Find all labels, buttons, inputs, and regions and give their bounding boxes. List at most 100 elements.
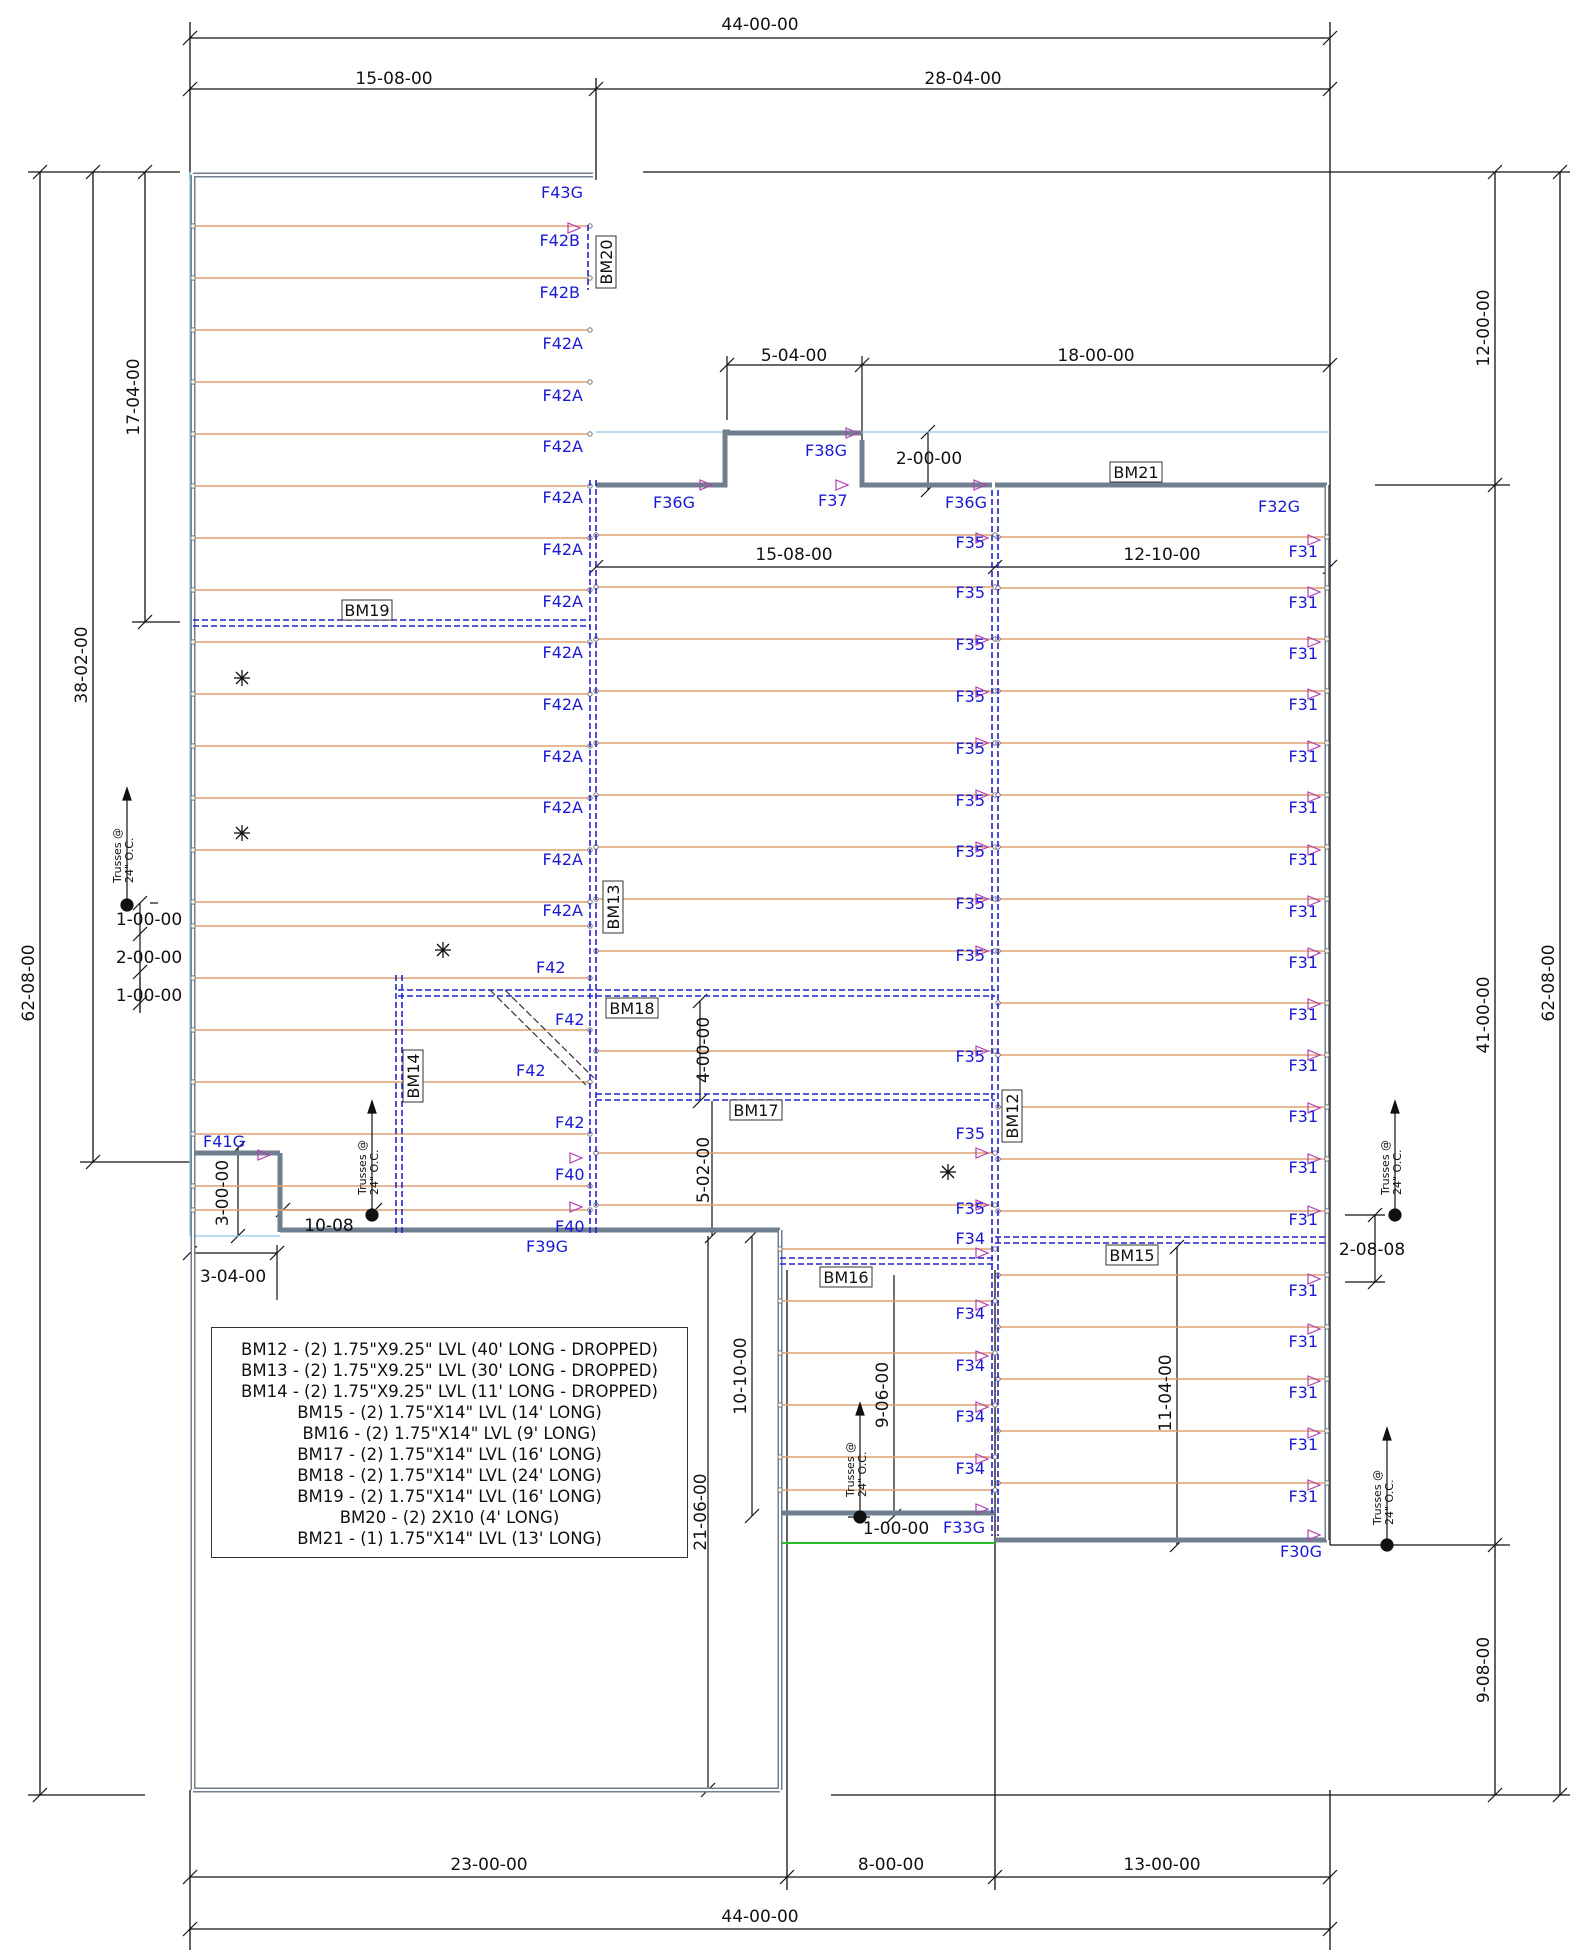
dim-stair-2: 2-00-00: [116, 948, 182, 968]
truss-label-f35: F35: [955, 894, 985, 913]
truss-label-f35: F35: [955, 687, 985, 706]
truss-bearing: [190, 1027, 196, 1033]
truss-bearing: [190, 379, 196, 385]
truss-label-f35: F35: [955, 739, 985, 758]
truss-end-marker: [569, 1201, 584, 1213]
truss-end-marker: [975, 789, 990, 801]
truss-label-f31: F31: [1288, 644, 1318, 663]
truss-end-marker: [975, 532, 990, 544]
truss-label-f35: F35: [955, 533, 985, 552]
truss-label-f34: F34: [955, 1356, 985, 1375]
truss-end-marker: [975, 1350, 990, 1362]
truss-bearing: [1324, 792, 1330, 798]
truss-label-f37: F37: [818, 491, 848, 510]
dim-right-2-08: 2-08-08: [1339, 1240, 1405, 1260]
dim-bump-left: 5-04-00: [761, 346, 827, 366]
truss-end-marker: [1307, 534, 1322, 546]
dim-right-62: 62-08-00: [1539, 944, 1559, 1021]
truss-label-f42b: F42B: [539, 231, 580, 250]
beam-label-bm13: BM13: [604, 884, 623, 929]
legend-line: BM13 - (2) 1.75"X9.25" LVL (30' LONG - D…: [241, 1361, 658, 1380]
truss-end-marker: [1307, 1205, 1322, 1217]
truss-end-marker: [975, 893, 990, 905]
beam-label-bm21: BM21: [1113, 463, 1158, 482]
truss-label-f31: F31: [1288, 1056, 1318, 1075]
truss-end-marker: [1307, 740, 1322, 752]
dim-1008: 10-08: [304, 1216, 353, 1236]
truss-bearing: [190, 223, 196, 229]
truss-end-marker: [1307, 895, 1322, 907]
truss-bearing: [992, 1454, 998, 1460]
truss-label-f31: F31: [1288, 953, 1318, 972]
truss-bearing: [992, 1246, 998, 1252]
truss-label-f31: F31: [1288, 798, 1318, 817]
stair-diagonal: [489, 989, 595, 1086]
truss-label-f40-b: F40: [555, 1217, 585, 1236]
truss-bearing: [587, 431, 593, 437]
legend-line: BM17 - (2) 1.75"X14" LVL (16' LONG): [297, 1445, 602, 1464]
dim-top-left: 15-08-00: [355, 69, 432, 89]
truss-bearing: [587, 327, 593, 333]
spacing-note-1: Trusses @24" O.C.: [111, 828, 136, 884]
truss-bearing: [190, 1207, 196, 1213]
truss-label-f31: F31: [1288, 1210, 1318, 1229]
truss-bearing: [777, 1350, 783, 1356]
truss-label-f34: F34: [955, 1459, 985, 1478]
truss-bearing: [1324, 1480, 1330, 1486]
svg-text:Trusses @: Trusses @: [1379, 1140, 1392, 1196]
truss-bearing: [992, 1150, 998, 1156]
truss-label-f32g: F32G: [1258, 497, 1300, 516]
truss-end-marker: [1307, 844, 1322, 856]
truss-bearing: [1324, 1376, 1330, 1382]
truss-bearing: [777, 1454, 783, 1460]
truss-label-f31: F31: [1288, 1435, 1318, 1454]
beams: [193, 225, 1327, 1536]
truss-end-marker: [1307, 688, 1322, 700]
truss-end-marker: [1307, 1323, 1322, 1335]
dim-96: 9-06-00: [873, 1362, 893, 1428]
legend-line: BM15 - (2) 1.75"X14" LVL (14' LONG): [297, 1403, 602, 1422]
truss-bearing: [190, 535, 196, 541]
dim-mid-right: 12-10-00: [1123, 545, 1200, 565]
dim-top-overall: 44-00-00: [721, 15, 798, 35]
truss-bearing: [1324, 1052, 1330, 1058]
truss-end-marker: [1307, 1427, 1322, 1439]
truss-label-f35: F35: [955, 635, 985, 654]
truss-label-f42a: F42A: [542, 334, 583, 353]
truss-label-f31: F31: [1288, 542, 1318, 561]
beam-label-bm16: BM16: [823, 1268, 868, 1287]
truss-bearing: [1324, 688, 1330, 694]
dim-right-9: 9-08-00: [1474, 1637, 1494, 1703]
truss-label-f42a: F42A: [542, 540, 583, 559]
dimension-lines: [28, 22, 1570, 1950]
truss-bearing: [190, 1183, 196, 1189]
truss-label-f42a: F42A: [542, 488, 583, 507]
truss-end-marker: [1307, 1049, 1322, 1061]
truss-label-f40-a: F40: [555, 1165, 585, 1184]
truss-label-f31: F31: [1288, 1005, 1318, 1024]
spacing-note-5: Trusses @24" O.C.: [1371, 1470, 1396, 1526]
truss-end-marker: [975, 945, 990, 957]
truss-label-f35: F35: [955, 1124, 985, 1143]
truss-end-marker: [1307, 791, 1322, 803]
beam-label-bm15: BM15: [1109, 1246, 1154, 1265]
interior-dimension-lines: [132, 356, 1385, 1798]
truss-label-f34: F34: [955, 1229, 985, 1248]
truss-label-f42-c: F42: [516, 1061, 546, 1080]
truss-bearing: [190, 1131, 196, 1137]
truss-end-marker: [1307, 1529, 1322, 1541]
truss-bearing: [992, 1048, 998, 1054]
truss-end-marker: [975, 1199, 990, 1211]
truss-end-marker: [1307, 947, 1322, 959]
truss-label-f35: F35: [955, 791, 985, 810]
truss-label-f42a: F42A: [542, 643, 583, 662]
truss-end-marker: [1307, 1479, 1322, 1491]
truss-end-marker: [975, 1299, 990, 1311]
truss-bearing: [1324, 534, 1330, 540]
dim-left-17: 17-04-00: [124, 358, 144, 435]
svg-text:Trusses @: Trusses @: [844, 1442, 857, 1498]
truss-bearing: [190, 327, 196, 333]
truss-end-marker: [1307, 636, 1322, 648]
truss-bearing: [1324, 1428, 1330, 1434]
truss-label-f31: F31: [1288, 1383, 1318, 1402]
